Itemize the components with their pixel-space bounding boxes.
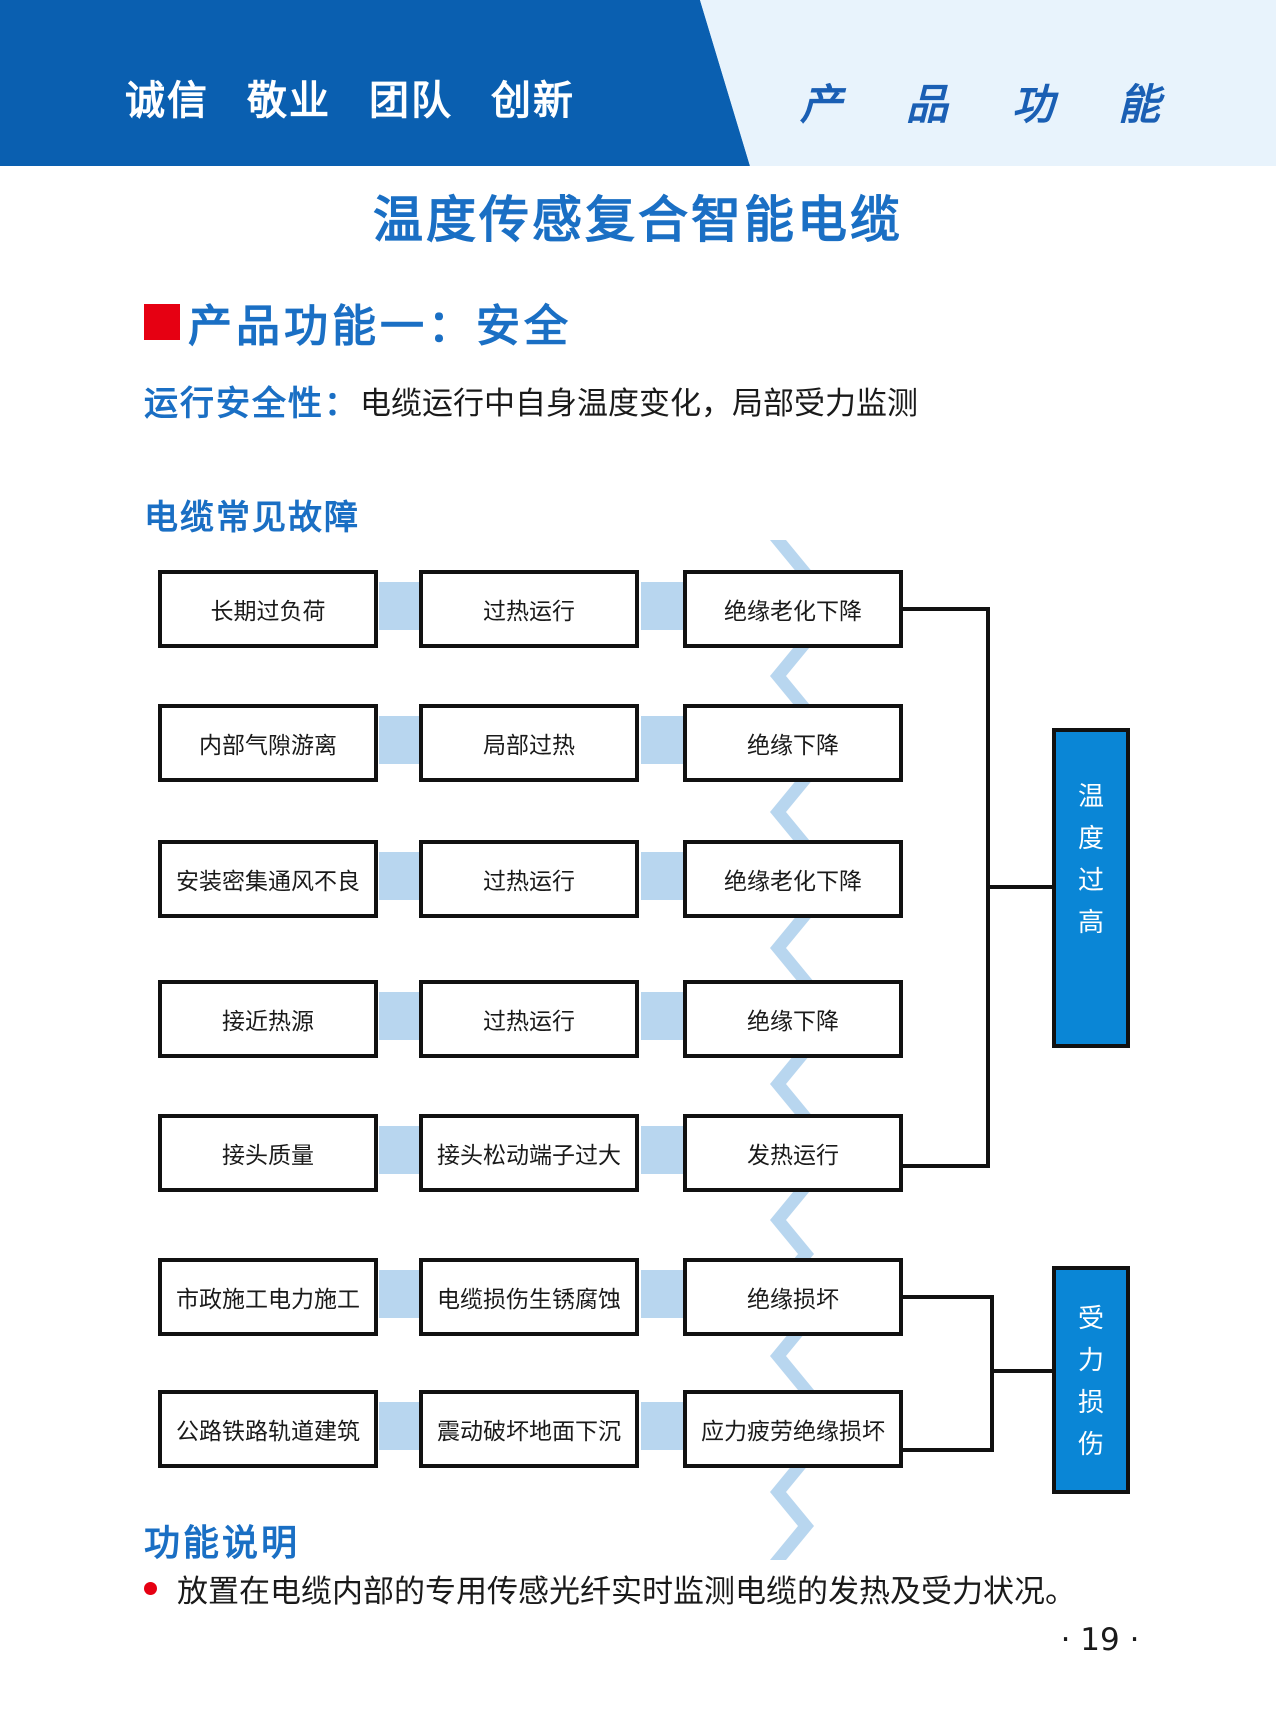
section-tag: 产 品 功 能 <box>800 66 1160 136</box>
fault-effect-box: 过热运行 <box>419 980 639 1058</box>
safety-text: 电缆运行中自身温度变化，局部受力监测 <box>360 386 918 422</box>
flow-connector <box>641 1126 685 1174</box>
function-heading: 产品功能一：安全 <box>144 290 572 354</box>
result-char: 伤 <box>1077 1430 1104 1460</box>
company-motto: 诚信 敬业 团队 创新 <box>0 62 700 132</box>
fault-cause-box: 接头质量 <box>158 1114 378 1192</box>
flow-connector <box>641 1402 685 1450</box>
fault-result-box: 应力疲劳绝缘损坏 <box>683 1390 903 1468</box>
description-heading: 功能说明 <box>144 1523 301 1564</box>
result-char: 度 <box>1077 824 1104 854</box>
flow-connector <box>379 852 421 900</box>
chevron-arrow <box>770 1492 814 1560</box>
safety-label: 运行安全性： <box>144 384 360 424</box>
fault-result-box: 绝缘下降 <box>683 704 903 782</box>
result-char: 高 <box>1077 908 1104 938</box>
section-tag-char: 产 <box>800 79 843 129</box>
temperature-too-high-box: 温 度 过 高 <box>1052 728 1130 1048</box>
description-item: 放置在电缆内部的专用传感光纤实时监测电缆的发热及受力状况。 <box>144 1566 1076 1611</box>
result-char: 损 <box>1077 1388 1104 1418</box>
flow-connector <box>641 992 685 1040</box>
page-title: 温度传感复合智能电缆 <box>373 191 903 249</box>
section-tag-char: 功 <box>1011 79 1054 129</box>
section-tag-char: 品 <box>905 79 948 129</box>
stress-bracket <box>903 1295 994 1452</box>
flow-connector <box>641 716 685 764</box>
motto-word: 创新 <box>491 78 575 124</box>
result-char: 温 <box>1077 782 1104 812</box>
function-heading-text: 产品功能一：安全 <box>188 301 572 352</box>
faults-heading: 电缆常见故障 <box>144 498 360 538</box>
result-char: 受 <box>1077 1304 1104 1334</box>
fault-cause-box: 安装密集通风不良 <box>158 840 378 918</box>
red-square-marker <box>144 304 180 340</box>
result-char: 过 <box>1077 866 1104 896</box>
stress-damage-box: 受 力 损 伤 <box>1052 1266 1130 1494</box>
flow-connector <box>641 1270 685 1318</box>
fault-result-box: 发热运行 <box>683 1114 903 1192</box>
fault-effect-box: 过热运行 <box>419 840 639 918</box>
flow-connector <box>641 852 685 900</box>
fault-effect-box: 过热运行 <box>419 570 639 648</box>
fault-effect-box: 局部过热 <box>419 704 639 782</box>
fault-result-box: 绝缘下降 <box>683 980 903 1058</box>
fault-cause-box: 接近热源 <box>158 980 378 1058</box>
fault-effect-box: 震动破坏地面下沉 <box>419 1390 639 1468</box>
flow-connector <box>379 1402 421 1450</box>
description-text: 放置在电缆内部的专用传感光纤实时监测电缆的发热及受力状况。 <box>177 1574 1076 1610</box>
fault-cause-box: 市政施工电力施工 <box>158 1258 378 1336</box>
banner-light-band <box>700 0 1276 166</box>
section-tag-char: 能 <box>1117 79 1160 129</box>
temperature-bracket <box>903 607 990 1168</box>
flow-connector <box>641 582 685 630</box>
banner-dark-band <box>0 0 750 166</box>
header-banner <box>0 0 1276 166</box>
flow-connector <box>379 582 421 630</box>
fault-effect-box: 电缆损伤生锈腐蚀 <box>419 1258 639 1336</box>
bullet-dot <box>144 1582 157 1595</box>
motto-word: 敬业 <box>247 78 331 124</box>
page-number: · 19 · <box>1060 1622 1140 1658</box>
motto-word: 团队 <box>369 78 453 124</box>
fault-result-box: 绝缘老化下降 <box>683 840 903 918</box>
safety-line: 运行安全性： 电缆运行中自身温度变化，局部受力监测 <box>144 376 918 425</box>
fault-result-box: 绝缘老化下降 <box>683 570 903 648</box>
flow-connector <box>379 716 421 764</box>
flow-connector <box>379 992 421 1040</box>
fault-result-box: 绝缘损坏 <box>683 1258 903 1336</box>
motto-word: 诚信 <box>125 78 209 124</box>
fault-effect-box: 接头松动端子过大 <box>419 1114 639 1192</box>
fault-cause-box: 长期过负荷 <box>158 570 378 648</box>
fault-cause-box: 公路铁路轨道建筑 <box>158 1390 378 1468</box>
fault-cause-box: 内部气隙游离 <box>158 704 378 782</box>
flow-connector <box>379 1270 421 1318</box>
flow-connector <box>379 1126 421 1174</box>
result-char: 力 <box>1077 1346 1104 1376</box>
